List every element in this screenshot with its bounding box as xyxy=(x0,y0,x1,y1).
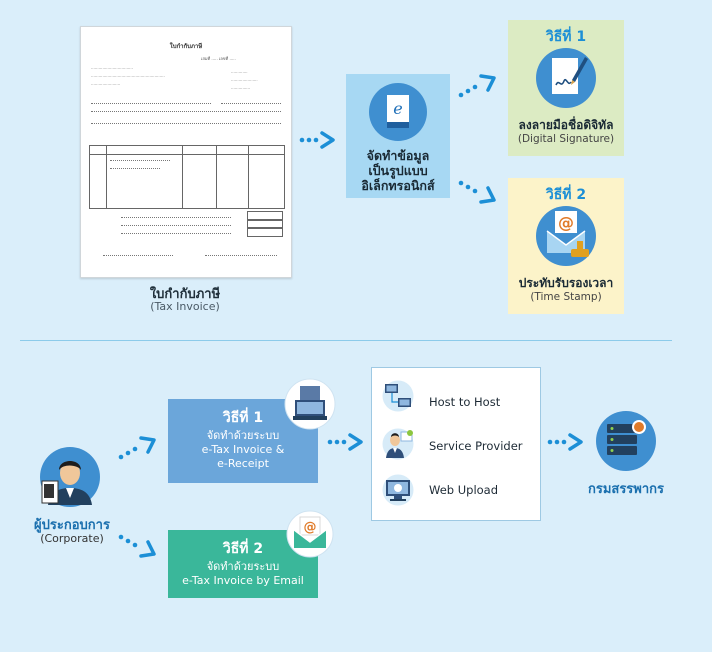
svg-text:@: @ xyxy=(304,520,317,535)
method2-line-2: e-Tax Invoice by Email xyxy=(182,574,304,587)
way2-label-en: (Time Stamp) xyxy=(530,291,602,303)
computer-icon xyxy=(284,378,336,430)
edoc-line-3: อิเล็กทรอนิกส์ xyxy=(361,178,435,193)
email-icon: @ xyxy=(286,510,334,558)
way1-title: วิธีที่ 1 xyxy=(545,29,587,45)
method1-line-1: จัดทำด้วยระบบ xyxy=(206,429,280,442)
service-label-service-provider: Service Provider xyxy=(429,439,523,453)
method2-line-1: จัดทำด้วยระบบ xyxy=(206,560,280,573)
digital-signature-box: วิธีที่ 1 ลงลายมือชื่อดิจิทัล (Digital S… xyxy=(508,20,624,156)
revenue-department-label: กรมสรรพากร xyxy=(587,482,665,497)
signature-pen-icon xyxy=(536,48,596,108)
service-label-web-upload: Web Upload xyxy=(429,483,499,497)
method1-title: วิธีที่ 1 xyxy=(222,410,264,426)
email-stamp-icon: @ xyxy=(536,206,596,266)
arrow-icon xyxy=(458,180,496,204)
arrow-icon xyxy=(118,534,156,558)
method1-etax-box: วิธีที่ 1 จัดทำด้วยระบบ e-Tax Invoice & … xyxy=(168,399,318,483)
tax-invoice-document: ใบกำกับภาษี เล่มที่ ..... เลขที่ ..... .… xyxy=(80,26,292,278)
invoice-table xyxy=(89,145,285,209)
way1-label-th: ลงลายมือชื่อดิจิทัล xyxy=(518,118,614,132)
method1-line-2: e-Tax Invoice & xyxy=(201,443,285,456)
e-document-icon: e xyxy=(369,83,427,141)
way1-label-en: (Digital Signature) xyxy=(517,133,615,145)
host-to-host-icon xyxy=(382,380,414,412)
corporate-label-en: (Corporate) xyxy=(40,532,104,545)
svg-text:@: @ xyxy=(558,213,574,232)
invoice-caption-th: ใบกำกับภาษี xyxy=(149,287,221,302)
way2-label-th: ประทับรับรองเวลา xyxy=(518,276,614,290)
edoc-line-2: เป็นรูปแบบ xyxy=(368,163,428,178)
arrow-icon xyxy=(327,433,363,451)
server-icon xyxy=(596,411,656,471)
web-upload-icon xyxy=(382,474,414,506)
arrow-icon xyxy=(118,436,156,460)
time-stamp-box: วิธีที่ 2 @ ประทับรับรองเวลา (Time Stamp… xyxy=(508,178,624,314)
edoc-line-1: จัดทำข้อมูล xyxy=(366,148,430,163)
method1-line-3: e-Receipt xyxy=(217,457,269,470)
invoice-doc-title: ใบกำกับภาษี xyxy=(169,43,203,50)
arrow-icon xyxy=(299,131,335,149)
arrow-icon xyxy=(547,433,583,451)
corporate-label-th: ผู้ประกอบการ xyxy=(34,518,110,533)
corporate-avatar-icon xyxy=(40,447,100,507)
svg-text:e: e xyxy=(393,99,402,118)
invoice-caption-en: (Tax Invoice) xyxy=(150,300,220,313)
section-divider xyxy=(20,340,672,341)
service-provider-icon xyxy=(382,428,414,460)
method2-title: วิธีที่ 2 xyxy=(222,541,264,557)
electronic-format-box: e จัดทำข้อมูล เป็นรูปแบบ อิเล็กทรอนิกส์ xyxy=(346,74,450,198)
arrow-icon xyxy=(458,74,496,98)
way2-title: วิธีที่ 2 xyxy=(545,187,587,203)
service-label-host-to-host: Host to Host xyxy=(429,395,501,409)
submission-options-box: Host to Host Service Provider Web Upload xyxy=(371,367,541,521)
